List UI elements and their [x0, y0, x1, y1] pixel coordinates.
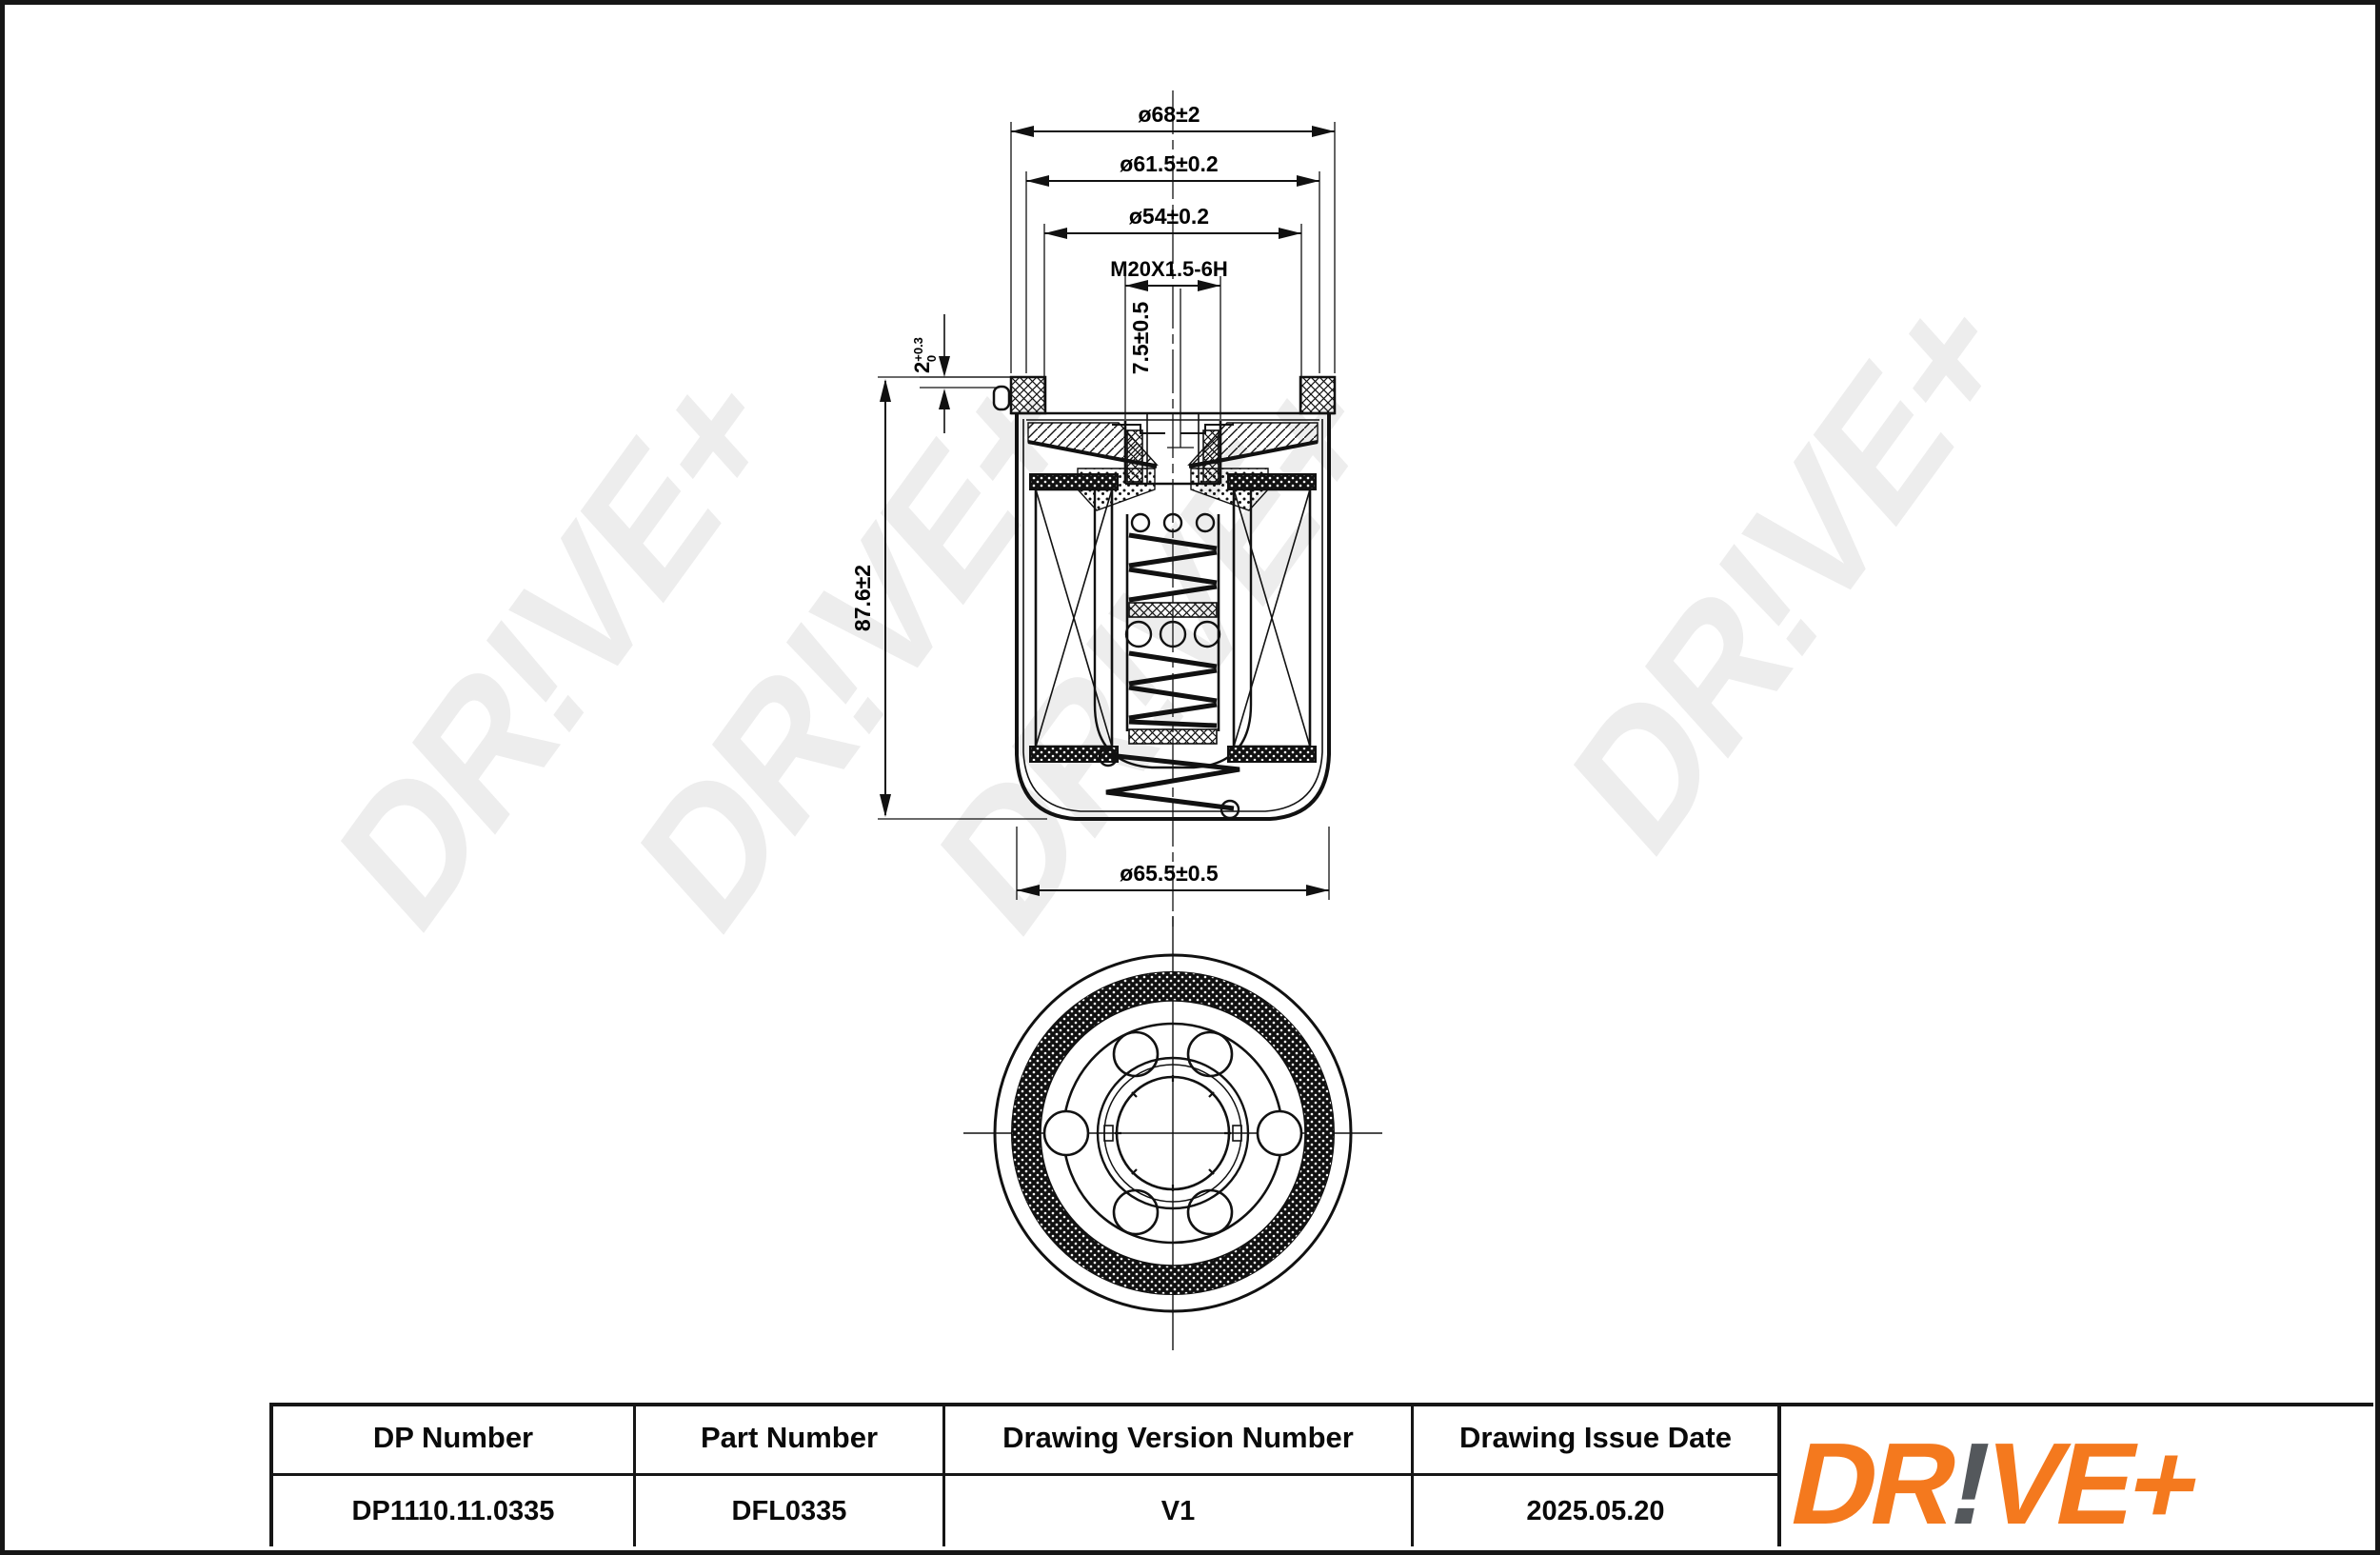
drive-plus-logo: DR!VE+ — [1780, 1419, 2377, 1548]
thread-boss-section — [1123, 421, 1222, 486]
dim-outer-diameter: ø68±2 — [1138, 102, 1200, 127]
title-block-value-row: DP1110.11.0335 DFL0335 V1 2025.05.20 — [273, 1476, 1777, 1546]
dim-gasket-height: 2+0.30 — [910, 337, 939, 373]
bottom-view — [963, 916, 1382, 1350]
logo-text-dr: DR — [1779, 1419, 1967, 1548]
dim-thread-depth: 7.5±0.5 — [1128, 302, 1153, 375]
gasket-section — [1299, 375, 1337, 415]
logo-text-ve-plus: VE+ — [1972, 1419, 2209, 1548]
value-part-number: DFL0335 — [731, 1495, 847, 1526]
gasket-section — [1009, 375, 1047, 415]
front-section-view — [878, 90, 1337, 928]
header-drawing-version: Drawing Version Number — [1002, 1421, 1354, 1454]
value-dp-number: DP1110.11.0335 — [351, 1495, 555, 1526]
dim-thread: M20X1.5-6H — [1110, 257, 1228, 281]
value-drawing-version: V1 — [1160, 1495, 1196, 1526]
header-issue-date: Drawing Issue Date — [1459, 1421, 1732, 1454]
dim-body-height: 87.6±2 — [850, 565, 875, 631]
dim-cap-diameter: ø61.5±0.2 — [1120, 151, 1218, 176]
dim-step-diameter: ø54±0.2 — [1129, 204, 1209, 229]
header-part-number: Part Number — [700, 1421, 879, 1454]
title-block-top-rule — [269, 1403, 2373, 1406]
filter-element-section — [1029, 473, 1317, 763]
dimension-labels: ø68±2 ø61.5±0.2 ø54±0.2 M20X1.5-6H 7.5±0… — [850, 102, 1228, 886]
dim-shell-diameter: ø65.5±0.5 — [1120, 861, 1219, 886]
filter-shell — [1015, 413, 1331, 821]
title-block-header-row: DP Number Part Number Drawing Version Nu… — [273, 1403, 1777, 1476]
gasket-ring — [1012, 972, 1334, 1294]
header-dp-number: DP Number — [372, 1421, 534, 1454]
title-block: DP Number Part Number Drawing Version Nu… — [269, 1403, 1781, 1546]
valve-spring-section — [1098, 512, 1240, 820]
value-issue-date: 2025.05.20 — [1526, 1495, 1665, 1526]
